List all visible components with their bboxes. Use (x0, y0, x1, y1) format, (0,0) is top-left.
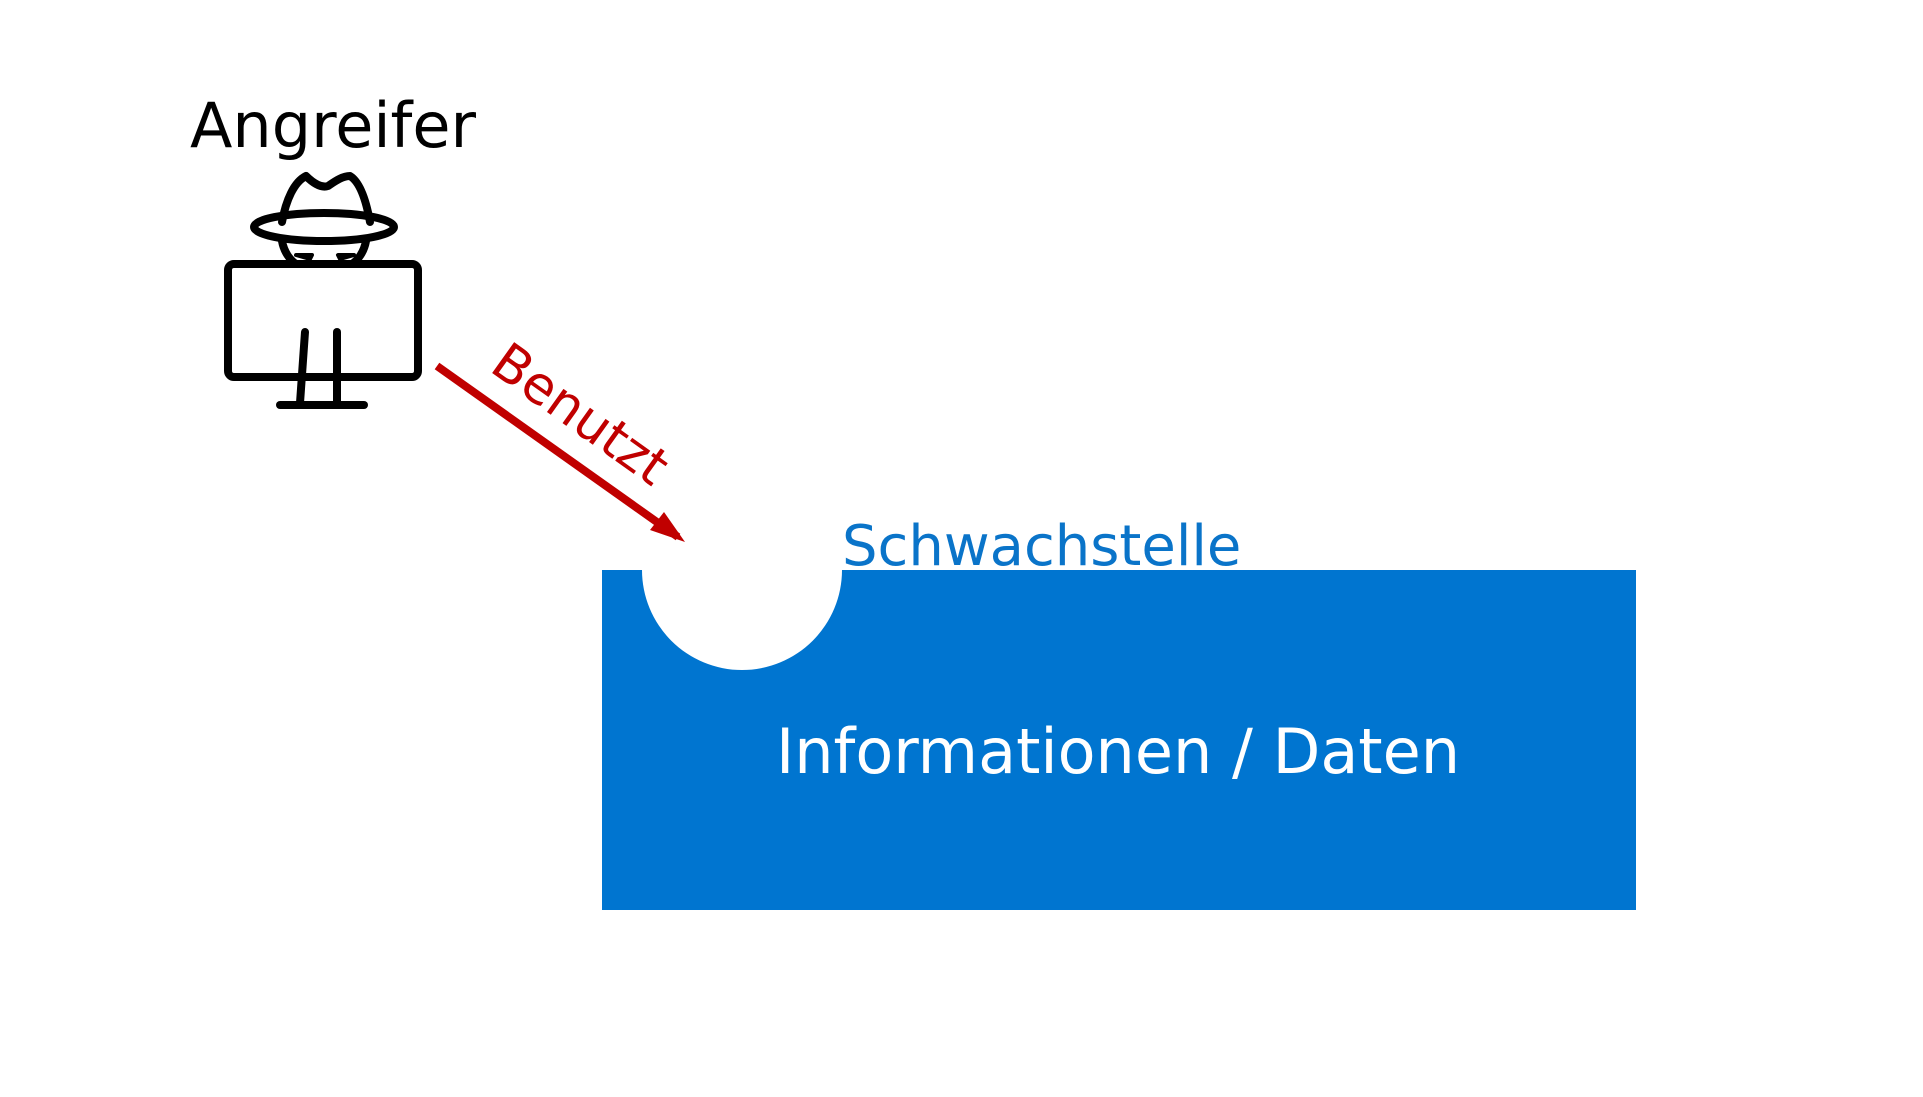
uses-arrow (434, 362, 681, 541)
hacker-at-computer-icon (224, 172, 422, 409)
data-block-label: Informationen / Daten (776, 715, 1460, 788)
data-block (602, 570, 1636, 910)
eye-right (336, 253, 356, 261)
eye-left (294, 253, 314, 261)
stand-left (296, 328, 309, 407)
hat-crown (278, 172, 374, 226)
monitor-screen (224, 260, 422, 381)
hat-brim (250, 209, 398, 245)
attacker-label: Angreifer (190, 89, 477, 162)
vulnerability-label: Schwachstelle (842, 514, 1241, 579)
uses-arrowhead (650, 512, 685, 542)
